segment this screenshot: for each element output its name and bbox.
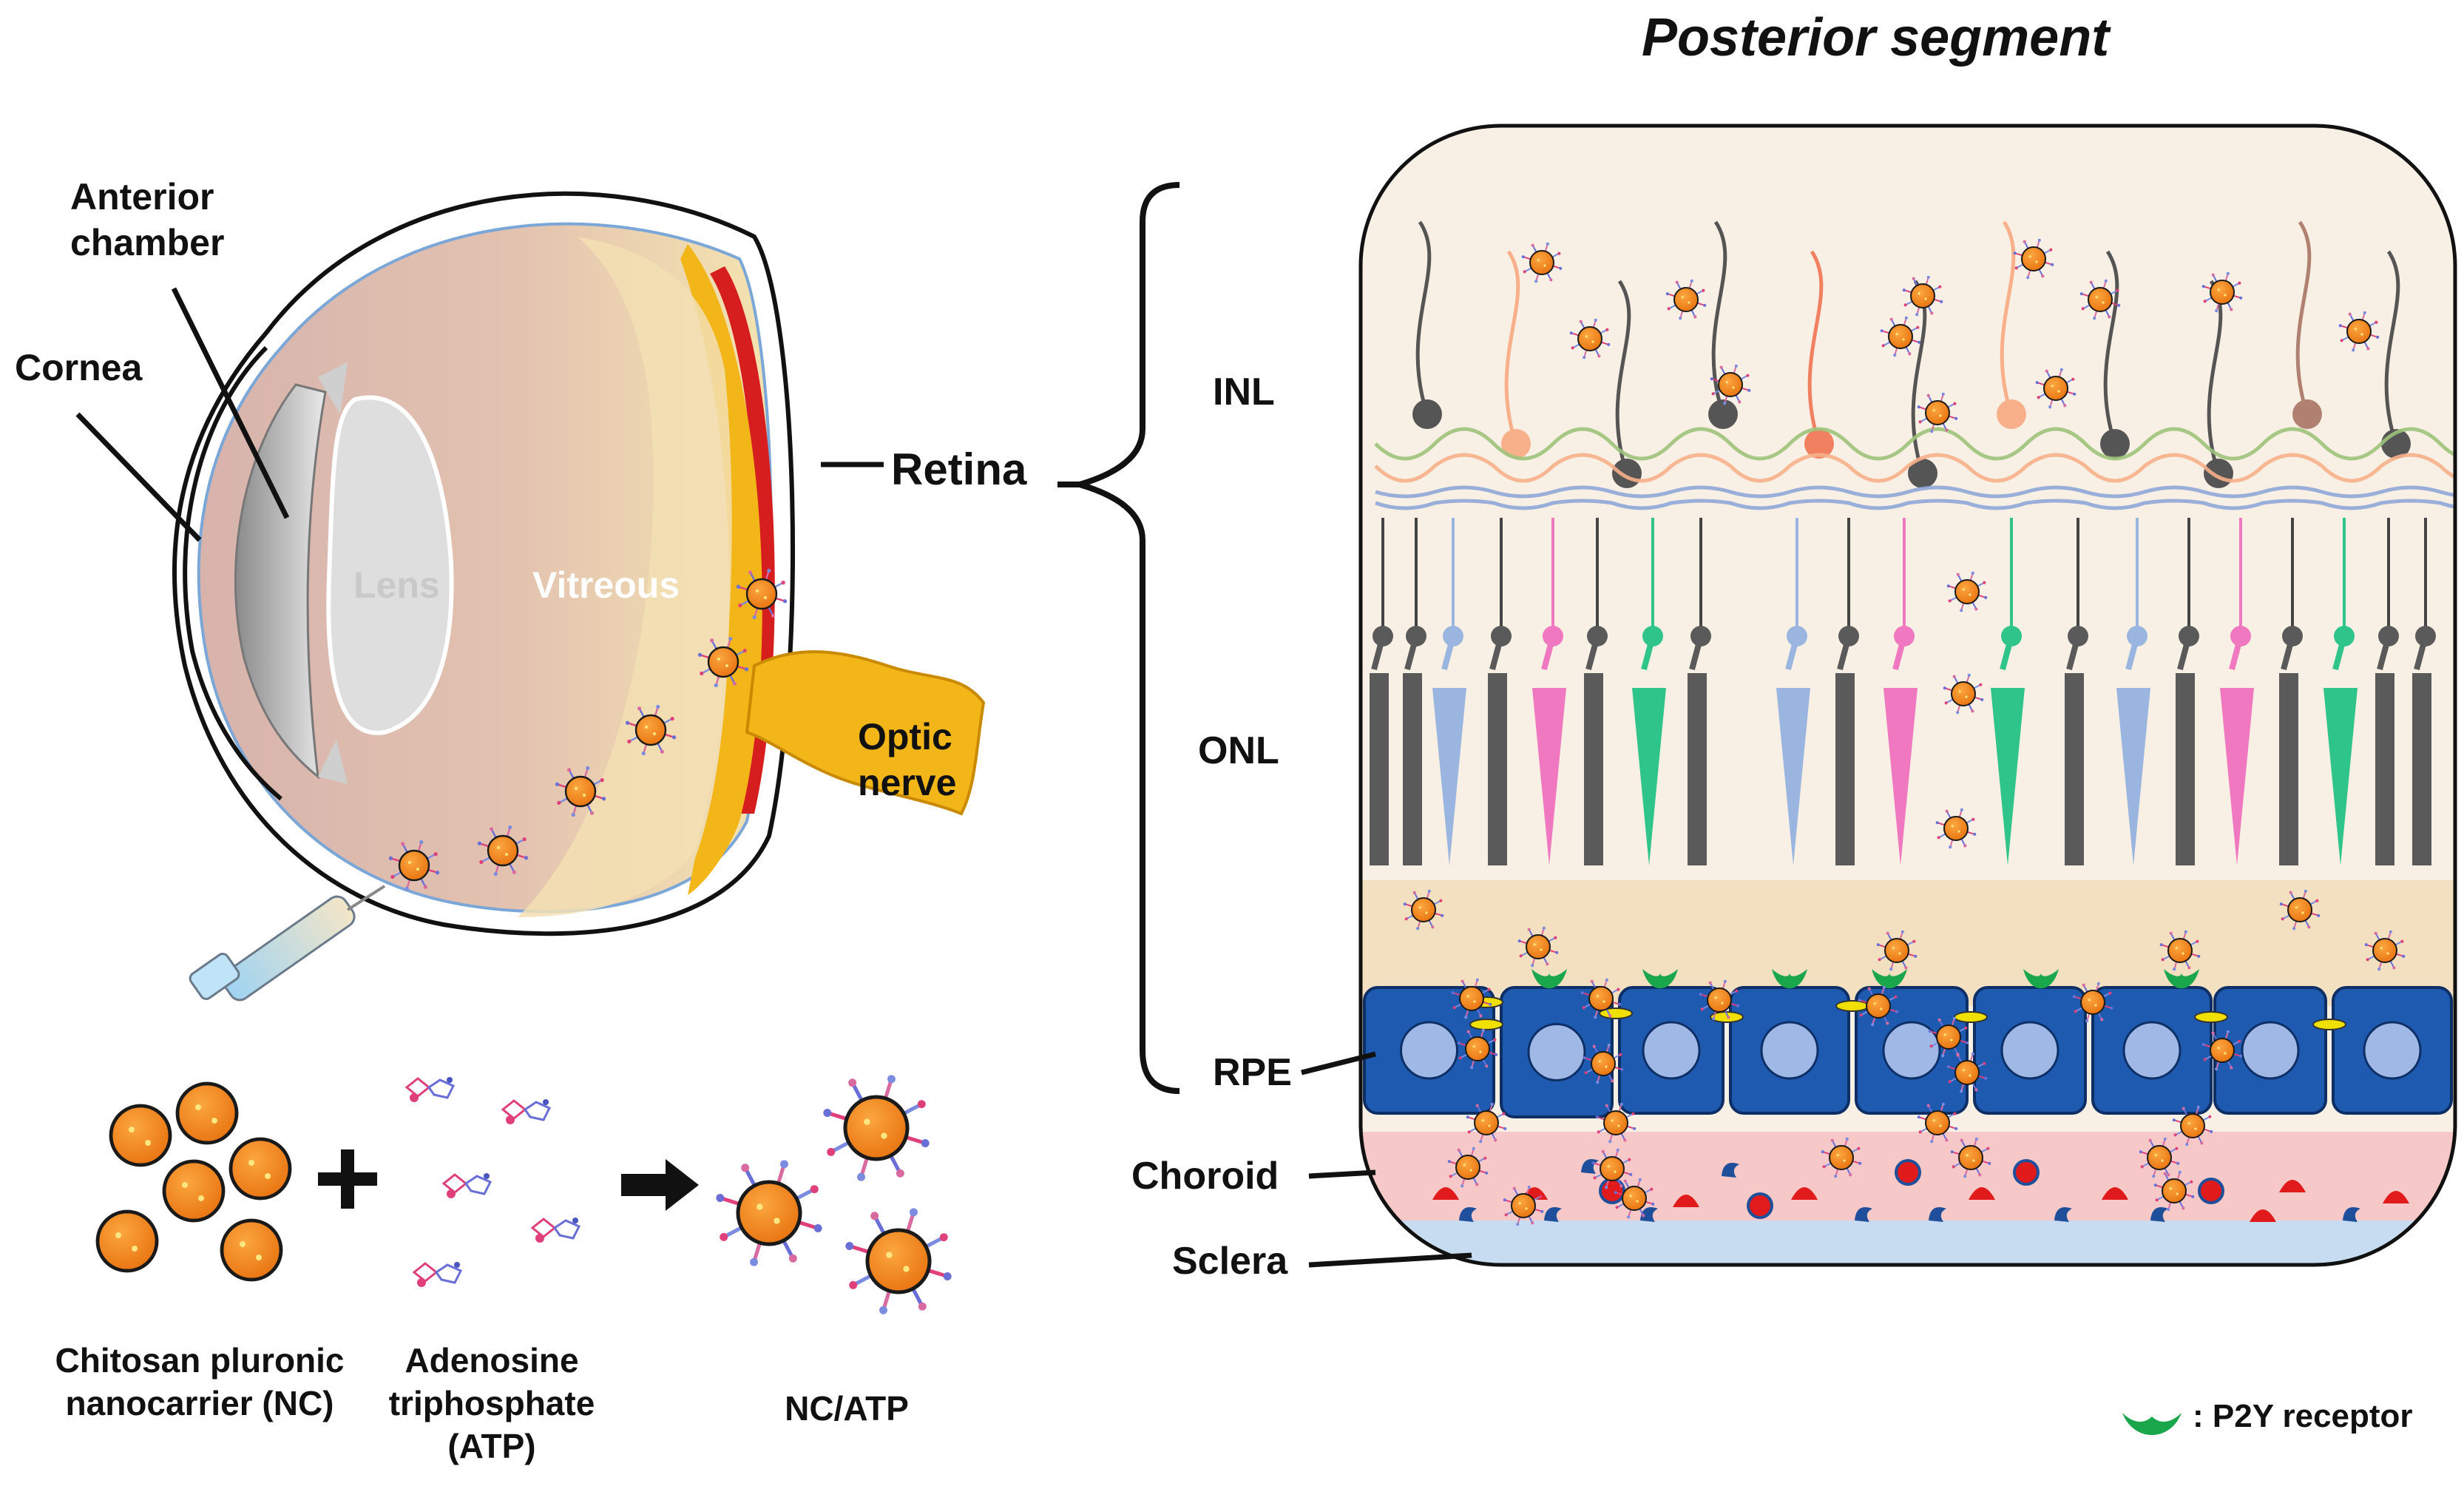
anterior-chamber-label: Anterior chamber [70,176,225,263]
lens [326,395,454,735]
nanoparticle [697,636,749,688]
atp-cluster [405,1077,581,1287]
nanoparticle [2139,1137,2180,1178]
optic-nerve-label: Optic nerve [858,716,957,803]
rpe-cell [2091,986,2213,1115]
nanoparticle [95,1209,159,1273]
optic-nerve [745,650,986,816]
nanoparticle [2201,1030,2243,1071]
nc-caption: Chitosan pluronic nanocarrier (NC) [55,1341,345,1422]
nanoparticle [1946,571,1988,612]
rpe-cell [2213,986,2327,1115]
nanoparticle [1699,979,1740,1021]
nanoparticle [388,840,440,891]
nanoparticle [2079,279,2121,320]
nanoparticle [2072,982,2113,1023]
nanoparticle [477,825,529,877]
nanoparticle [1503,1185,1544,1226]
nc-atp-complex-cluster [716,1075,952,1314]
rpe-cell [1729,986,1850,1115]
nanoparticle [1821,1137,1862,1178]
nanoparticle [2201,271,2243,313]
eye-leader-lines [75,287,884,542]
rpe-cell [2332,986,2453,1115]
retina-bracket [1069,182,1180,1094]
nanoparticle [2279,889,2321,931]
nanoparticle [1876,930,1918,971]
inl-label: INL [1213,371,1275,413]
nanoparticle [1946,1052,1988,1093]
nanoparticle [1595,1102,1637,1144]
nanoparticle [1917,392,1958,433]
nanoparticle [1517,926,1559,968]
nanoparticle [1917,1102,1958,1144]
nanoparticle [1569,318,1611,359]
nanoparticle [1710,364,1751,405]
rpe-cell [1618,986,1725,1115]
nanoparticle [2338,311,2380,352]
rpe-label: RPE [1213,1051,1292,1094]
nanoparticle [2159,930,2201,971]
cornea [234,383,327,780]
nanoparticle [845,1208,952,1314]
rpe-cell [1973,986,2087,1115]
nanoparticle [1880,316,1921,357]
onl-label: ONL [1198,729,1279,772]
choroid-label: Choroid [1131,1155,1279,1198]
p2y-receptor-icon [2122,1413,2182,1435]
nanoparticle [736,568,788,620]
nc-atp-caption: NC/ATP [785,1389,909,1428]
lens-label: Lens [353,564,440,606]
nanoparticle [1665,279,1707,320]
nanoparticle [1466,1102,1507,1144]
sclera-band [1361,1220,2455,1265]
nanoparticle [1928,1016,1969,1058]
retina-label: Retina [891,445,1027,494]
nanoparticle [162,1159,226,1223]
nanoparticle [1902,275,1943,317]
nanoparticle [1950,1137,1991,1178]
nanoparticle [2172,1105,2213,1147]
rpe-cell [1500,986,1614,1118]
page-title: Posterior segment [1642,8,2110,67]
nanoparticle [229,1137,292,1201]
nanoparticle [1935,808,1977,849]
syringe-icon [189,885,386,1002]
nanocarrier-cluster [95,1081,292,1282]
nanoparticle [625,704,677,756]
nanoparticle [1447,1147,1489,1188]
nanoparticle [1583,1043,1624,1084]
nanoparticle [220,1218,283,1282]
posterior-panel [1358,124,2457,1267]
eye-cross-section [172,191,986,1002]
cornea-label: Cornea [15,347,143,388]
sclera-label: Sclera [1172,1240,1288,1283]
vitreous-label: Vitreous [532,564,680,606]
nanoparticle [823,1075,930,1181]
rpe-cell [1363,986,1495,1115]
nanoparticle [1521,242,1563,283]
nanoparticle [1943,673,1984,715]
nanoparticle [2035,368,2077,409]
nanoparticle [1457,1028,1498,1070]
nanoparticle [1858,985,1899,1027]
nanoparticle [2364,930,2406,971]
plus-icon [318,1149,377,1209]
arrow-right-icon [621,1159,699,1211]
nanoparticle [555,766,606,817]
nanoparticle [2153,1170,2195,1212]
nanoparticle [109,1104,172,1167]
nanoparticle [1451,978,1492,1019]
nanoparticle [2013,238,2054,280]
nanoparticle [1580,978,1622,1019]
nanoparticle [716,1160,822,1266]
nanoparticle [1614,1178,1655,1219]
p2y-receptor-legend: : P2Y receptor [2193,1398,2413,1434]
nanoparticle [1403,889,1444,931]
nanoparticle [175,1081,239,1145]
layer-leader-lines [1301,1051,1472,1268]
atp-caption: Adenosine triphosphate (ATP) [388,1341,595,1465]
nanoparticle [1591,1148,1633,1189]
